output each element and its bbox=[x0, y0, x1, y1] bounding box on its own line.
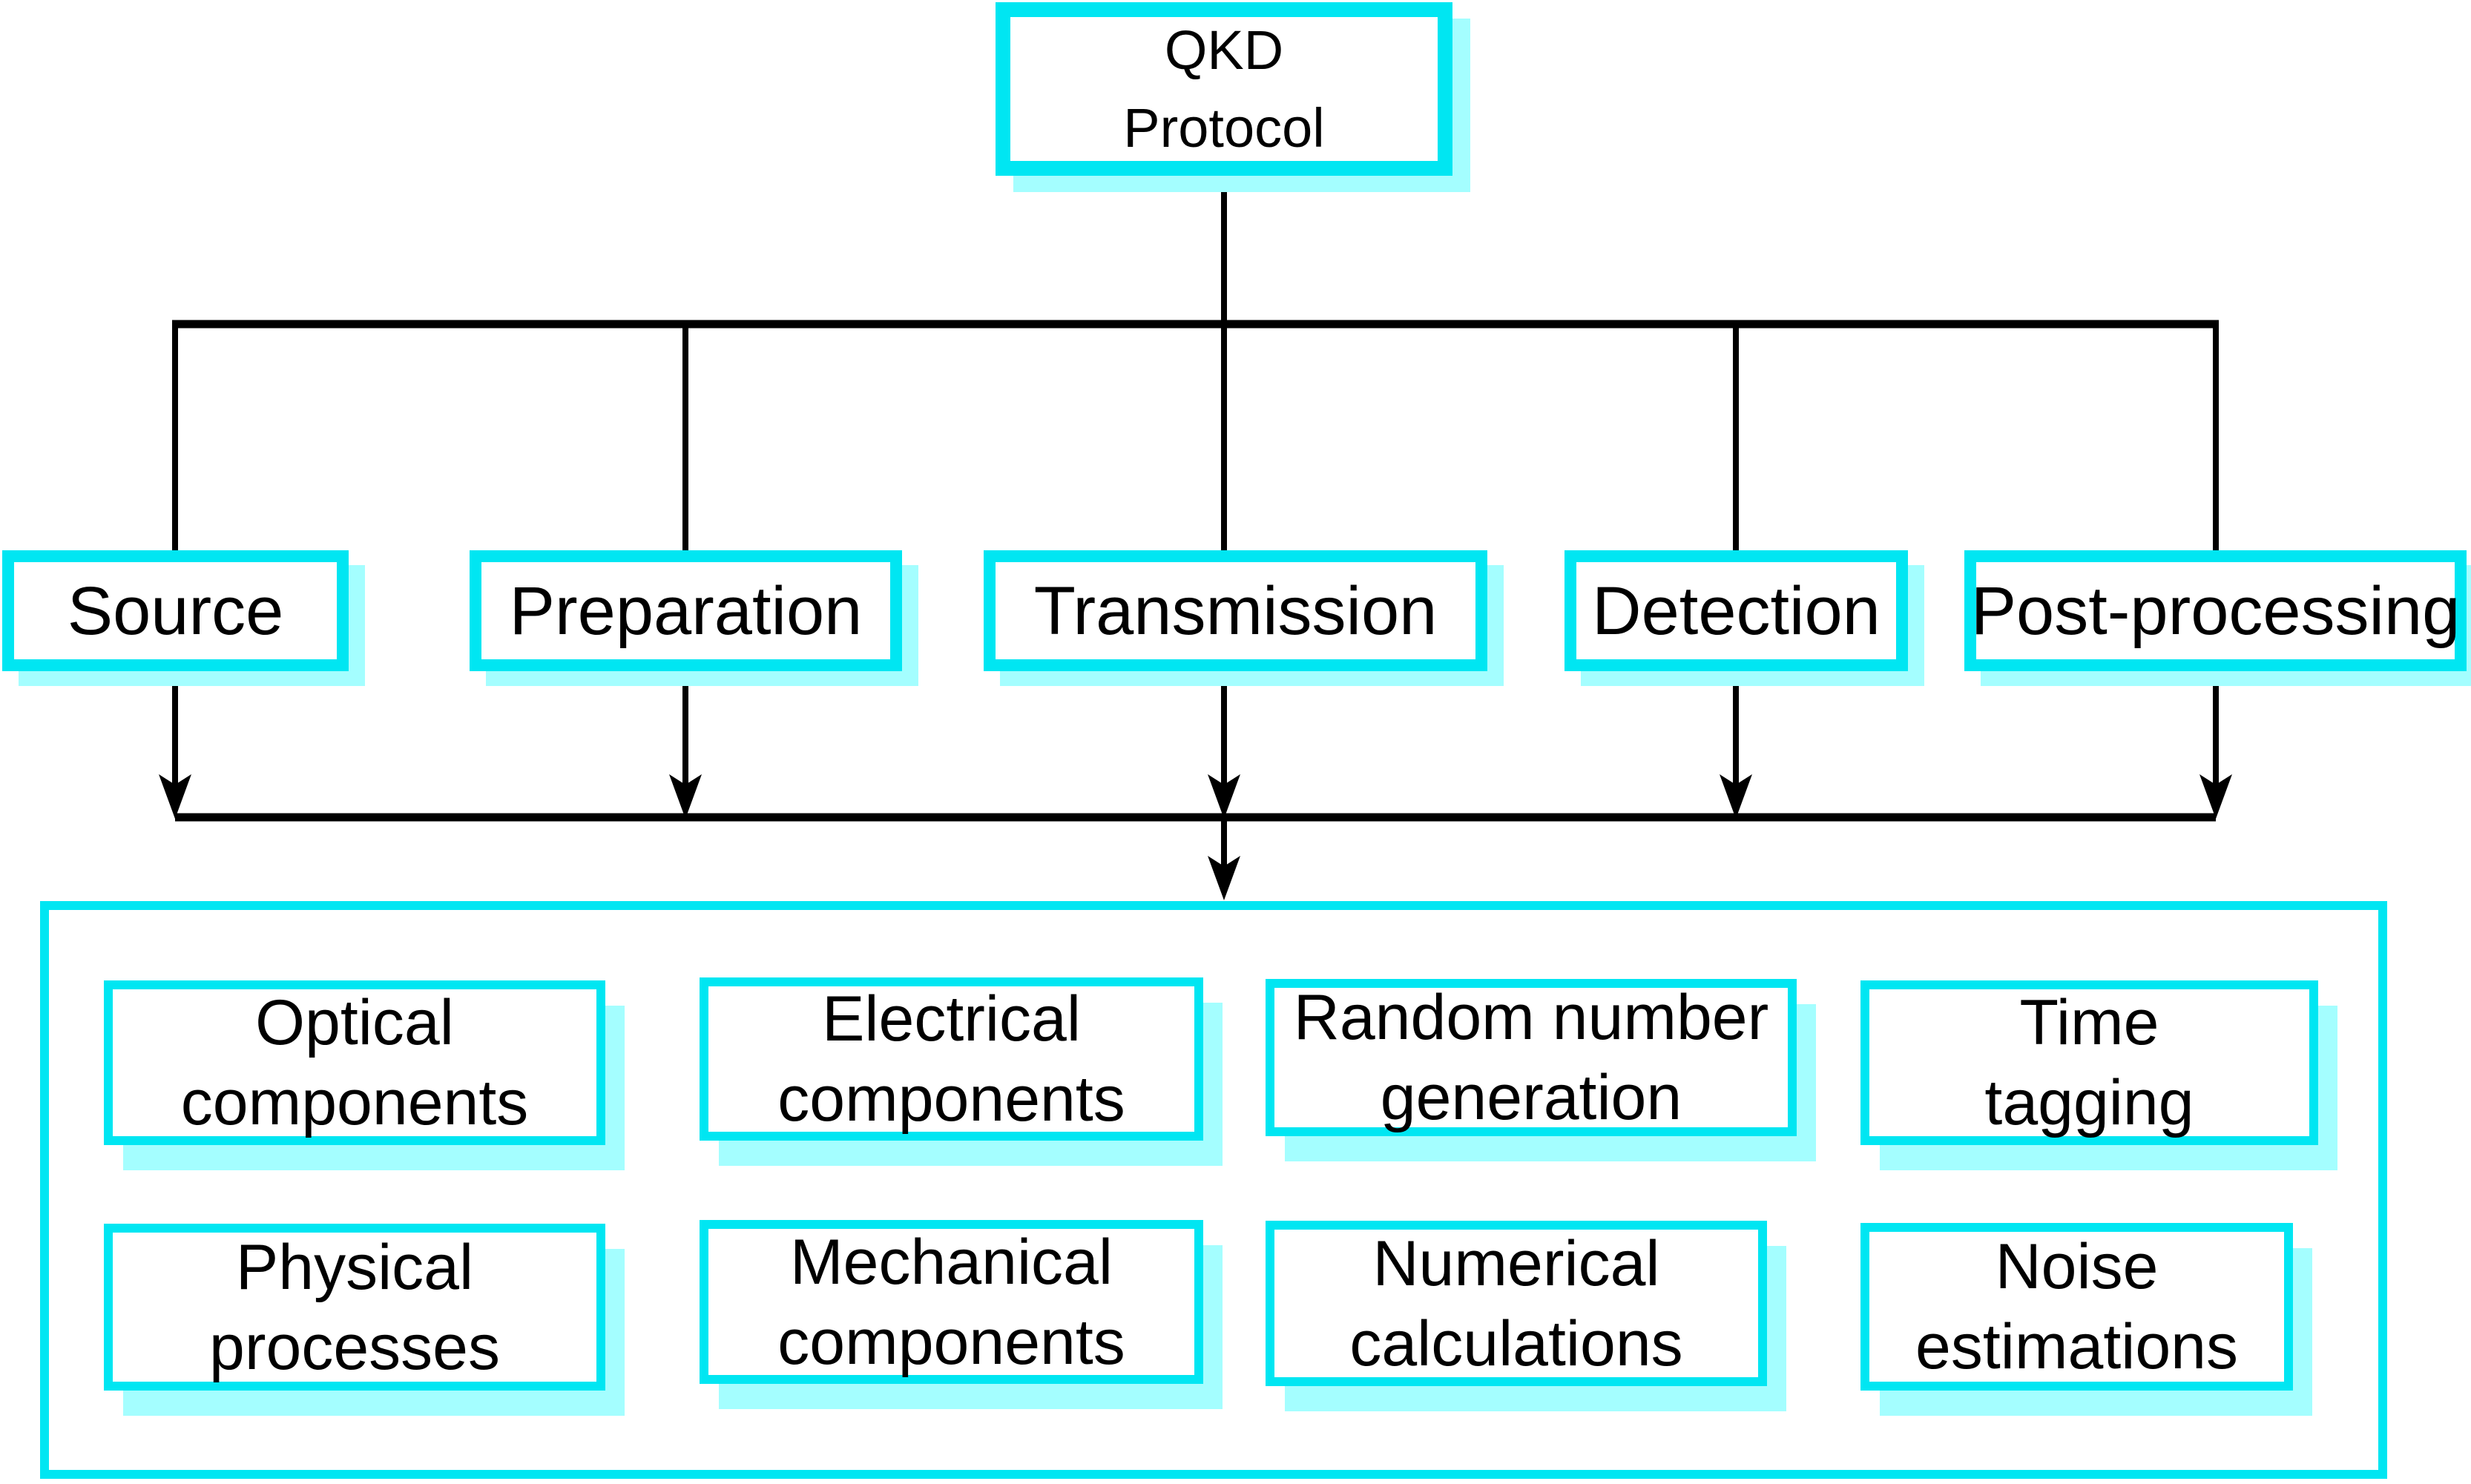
numerical-calculations-line1: Numerical bbox=[1372, 1227, 1660, 1299]
random-number-generation-line2: generation bbox=[1380, 1062, 1682, 1133]
optical-components-line1: Optical bbox=[255, 987, 454, 1058]
time-tagging-line2: tagging bbox=[1984, 1067, 2194, 1138]
transmission-label: Transmission bbox=[1033, 573, 1438, 649]
qkd-protocol-label-line1: QKD bbox=[1164, 19, 1284, 81]
central-arrow-to-container bbox=[1208, 817, 1240, 900]
noise-estimations-line1: Noise bbox=[1995, 1231, 2159, 1302]
optical-components-line2: components bbox=[180, 1067, 529, 1138]
stage-box-preparation: Preparation bbox=[470, 550, 902, 671]
stage-box-detection: Detection bbox=[1564, 550, 1908, 671]
random-number-generation-line1: Random number bbox=[1293, 982, 1769, 1053]
module-box-numerical-calculations: Numerical calculations bbox=[1266, 1221, 1767, 1386]
post-processing-label: Post-processing bbox=[1970, 573, 2461, 649]
mechanical-components-line1: Mechanical bbox=[790, 1226, 1113, 1298]
noise-estimations-line2: estimations bbox=[1915, 1311, 2238, 1382]
time-tagging-line1: Time bbox=[2019, 987, 2159, 1058]
electrical-components-line2: components bbox=[777, 1063, 1125, 1135]
numerical-calculations-line2: calculations bbox=[1349, 1307, 1683, 1379]
stage-arrows-down bbox=[159, 666, 2232, 819]
distribution-line bbox=[172, 320, 2219, 560]
module-box-random-number-generation: Random number generation bbox=[1266, 979, 1797, 1136]
module-box-noise-estimations: Noise estimations bbox=[1860, 1223, 2293, 1391]
electrical-components-line1: Electrical bbox=[822, 983, 1081, 1055]
stage-box-source: Source bbox=[2, 550, 349, 671]
source-label: Source bbox=[67, 573, 284, 649]
module-box-mechanical-components: Mechanical components bbox=[700, 1220, 1203, 1384]
stage-box-post-processing: Post-processing bbox=[1964, 550, 2467, 671]
mechanical-components-line2: components bbox=[777, 1306, 1125, 1378]
module-box-electrical-components: Electrical components bbox=[700, 977, 1203, 1141]
qkd-protocol-label-line2: Protocol bbox=[1123, 97, 1325, 159]
module-box-optical-components: Optical components bbox=[104, 980, 605, 1145]
physical-processes-line2: processes bbox=[209, 1311, 500, 1383]
module-box-physical-processes: Physical processes bbox=[104, 1224, 605, 1391]
node-qkd-protocol: QKD Protocol bbox=[996, 2, 1452, 176]
module-box-time-tagging: Time tagging bbox=[1860, 980, 2318, 1145]
preparation-label: Preparation bbox=[509, 573, 863, 649]
physical-processes-line1: Physical bbox=[235, 1231, 474, 1303]
stage-box-transmission: Transmission bbox=[984, 550, 1487, 671]
detection-label: Detection bbox=[1592, 573, 1881, 649]
